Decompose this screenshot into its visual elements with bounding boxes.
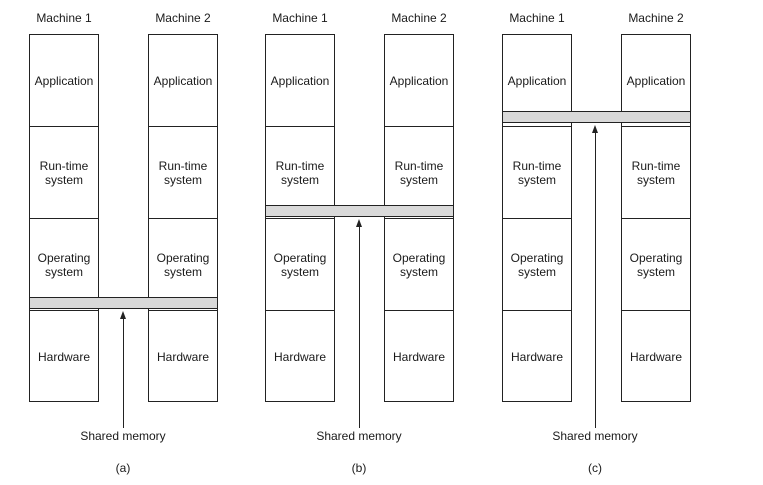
shared-memory-bar: [265, 205, 454, 217]
layer-divider: [30, 310, 98, 311]
layer-hardware: Hardware: [392, 350, 446, 364]
shared-memory-label: Shared memory: [316, 429, 402, 443]
layer-divider: [622, 310, 690, 311]
layer-operating-system: Operating system: [273, 251, 327, 279]
layer-application: Application: [389, 74, 449, 88]
machine-1-label: Machine 1: [272, 11, 328, 25]
layer-operating-system: Operating system: [392, 251, 446, 279]
shared-memory-arrow: [359, 224, 360, 428]
layer-divider: [30, 218, 98, 219]
layer-divider: [266, 218, 334, 219]
layer-hardware: Hardware: [273, 350, 327, 364]
shared-memory-label: Shared memory: [552, 429, 638, 443]
layer-hardware: Hardware: [629, 350, 683, 364]
layer-hardware: Hardware: [37, 350, 91, 364]
layer-runtime-system: Run-time system: [158, 159, 208, 187]
layer-operating-system: Operating system: [37, 251, 91, 279]
layer-hardware: Hardware: [156, 350, 210, 364]
layer-runtime-system: Run-time system: [631, 159, 681, 187]
shared-memory-bar: [29, 297, 218, 309]
machine-1-label: Machine 1: [36, 11, 92, 25]
layer-runtime-system: Run-time system: [39, 159, 89, 187]
layer-divider: [149, 126, 217, 127]
layer-application: Application: [626, 74, 686, 88]
layer-divider: [385, 126, 453, 127]
layer-divider: [149, 218, 217, 219]
machine-1-label: Machine 1: [509, 11, 565, 25]
layer-divider: [385, 310, 453, 311]
layer-operating-system: Operating system: [629, 251, 683, 279]
layer-divider: [503, 310, 571, 311]
layer-divider: [503, 218, 571, 219]
layer-divider: [266, 126, 334, 127]
shared-memory-arrow: [595, 130, 596, 428]
layer-runtime-system: Run-time system: [275, 159, 325, 187]
layer-runtime-system: Run-time system: [512, 159, 562, 187]
layer-application: Application: [507, 74, 567, 88]
panel-caption: (b): [351, 461, 367, 475]
machine-2-label: Machine 2: [391, 11, 447, 25]
machine-2-label: Machine 2: [628, 11, 684, 25]
layer-divider: [622, 126, 690, 127]
layer-divider: [622, 218, 690, 219]
layer-hardware: Hardware: [510, 350, 564, 364]
layer-divider: [266, 310, 334, 311]
layer-divider: [503, 126, 571, 127]
arrow-head-icon: [356, 219, 362, 227]
layer-divider: [385, 218, 453, 219]
shared-memory-arrow: [123, 316, 124, 428]
panel-caption: (a): [115, 461, 131, 475]
layer-divider: [30, 126, 98, 127]
arrow-head-icon: [120, 311, 126, 319]
layer-application: Application: [153, 74, 213, 88]
layer-operating-system: Operating system: [156, 251, 210, 279]
shared-memory-label: Shared memory: [80, 429, 166, 443]
layer-application: Application: [34, 74, 94, 88]
shared-memory-bar: [502, 111, 691, 123]
panel-caption: (c): [588, 461, 602, 475]
arrow-head-icon: [592, 125, 598, 133]
layer-runtime-system: Run-time system: [394, 159, 444, 187]
layer-application: Application: [270, 74, 330, 88]
layer-operating-system: Operating system: [510, 251, 564, 279]
layer-divider: [149, 310, 217, 311]
machine-2-label: Machine 2: [155, 11, 211, 25]
